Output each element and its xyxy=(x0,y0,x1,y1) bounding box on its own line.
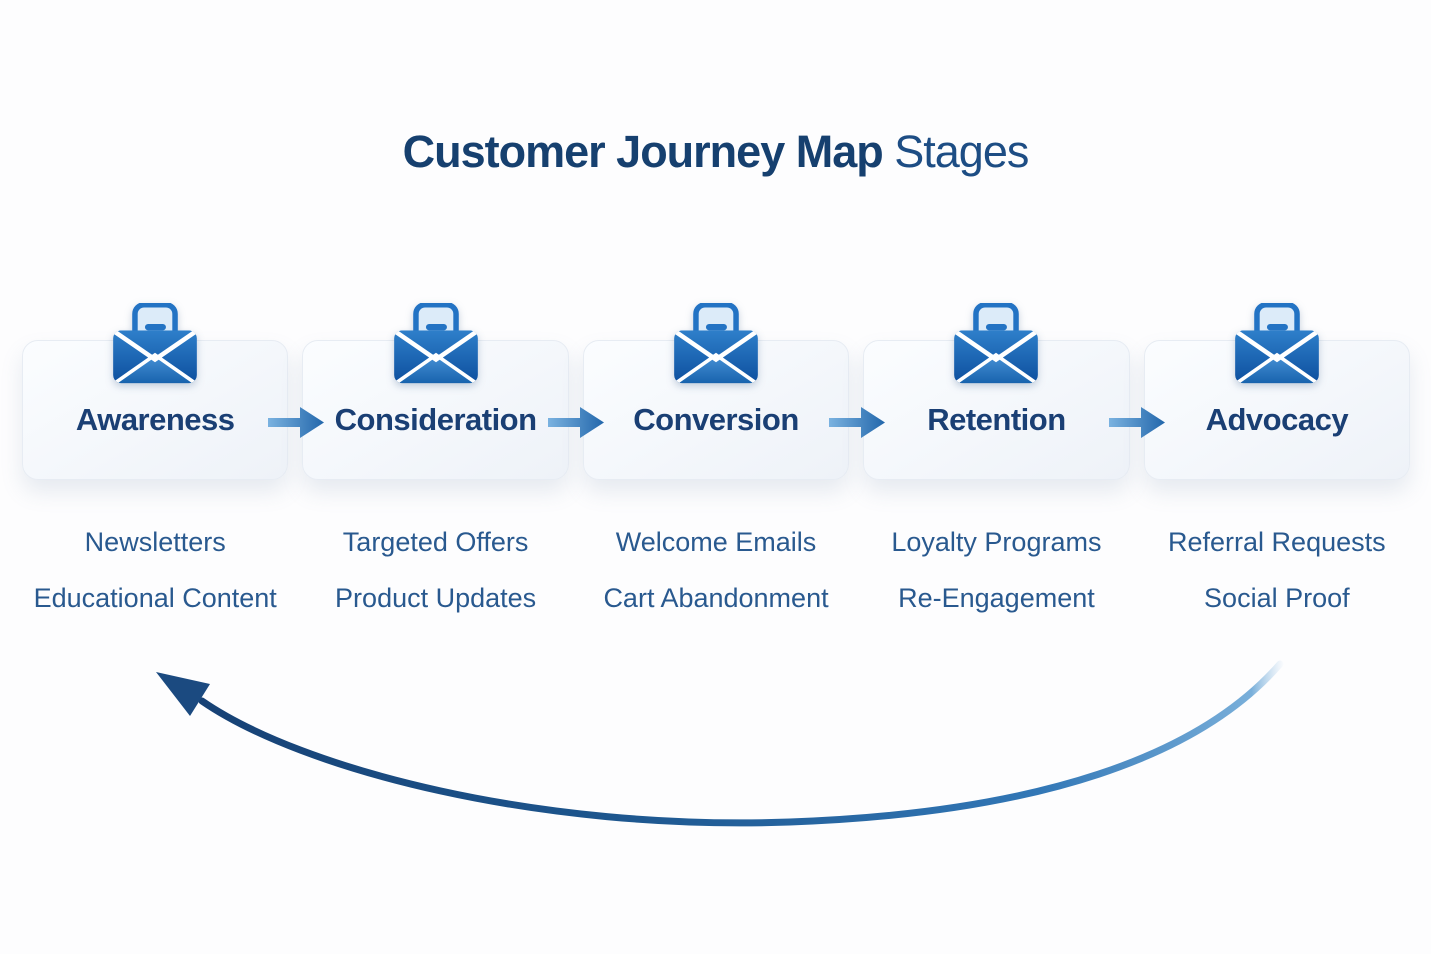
stage-label: Advocacy xyxy=(1205,402,1349,437)
tactic-label: Social Proof xyxy=(1204,583,1350,613)
tactic-label: Product Updates xyxy=(335,583,537,613)
stage-card: Retention xyxy=(863,340,1130,480)
page-title: Customer Journey Map Stages xyxy=(0,126,1431,178)
stages-row: Awareness Newsletters Educational Conten… xyxy=(22,340,1411,613)
tactic-label: Loyalty Programs xyxy=(891,527,1102,557)
tactic-label: Educational Content xyxy=(33,583,277,613)
envelope-icon xyxy=(392,303,480,385)
right-arrow-icon xyxy=(1109,407,1165,438)
tactic-label: Re-Engagement xyxy=(898,583,1095,613)
right-arrow-icon xyxy=(548,407,604,438)
stage-conversion: Conversion Welcome Emails Cart Abandonme… xyxy=(582,340,850,613)
tactic-label: Cart Abandonment xyxy=(603,583,829,613)
tactic-label: Referral Requests xyxy=(1168,527,1386,557)
stage-retention: Retention Loyalty Programs Re-Engagement xyxy=(863,340,1130,613)
loop-arrowhead xyxy=(156,672,210,716)
envelope-icon xyxy=(1233,303,1321,385)
stage-label: Retention xyxy=(927,402,1066,437)
title-part-bold: Customer Journey xyxy=(402,126,786,177)
stage-awareness: Awareness Newsletters Educational Conten… xyxy=(22,340,289,613)
right-arrow-icon xyxy=(829,407,885,438)
tactic-label: Welcome Emails xyxy=(615,527,817,557)
stage-advocacy: Advocacy Referral Requests Social Proof xyxy=(1143,340,1411,613)
stage-consideration: Consideration Targeted Offers Product Up… xyxy=(302,340,569,613)
tactic-label: Targeted Offers xyxy=(342,527,529,557)
envelope-icon xyxy=(111,303,199,385)
stage-label: Awareness xyxy=(75,402,235,437)
tactic-label: Newsletters xyxy=(84,527,226,557)
envelope-icon xyxy=(952,303,1040,385)
title-part-medium: Map xyxy=(795,126,884,177)
stage-label: Conversion xyxy=(633,402,799,437)
right-arrow-icon xyxy=(268,407,324,438)
stage-label: Consideration xyxy=(334,402,537,437)
envelope-icon xyxy=(672,303,760,385)
title-part-light: Stages xyxy=(894,126,1029,177)
